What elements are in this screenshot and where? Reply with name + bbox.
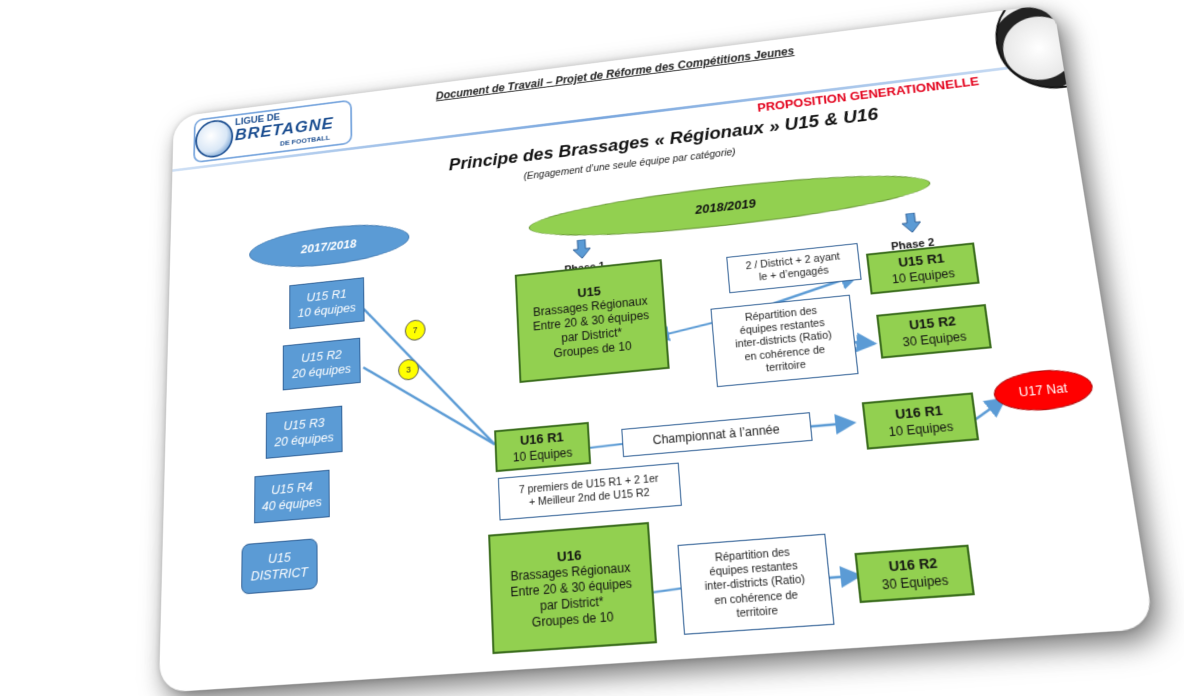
phase1-down-arrow-icon	[572, 238, 591, 260]
u16-r1-right-box: U16 R1 10 Equipes	[861, 392, 980, 450]
left-box-u15-r3: U15 R3 20 équipes	[265, 405, 343, 459]
phase2-down-arrow-icon	[900, 212, 922, 234]
note-line: territoire	[765, 358, 807, 375]
u16-brassage-title: U16	[556, 547, 582, 565]
left-box-u15-r4: U15 R4 40 équipes	[254, 469, 330, 524]
result-u16-r2: U16 R2 30 Equipes	[854, 544, 975, 604]
marker-seven-label: 7	[412, 325, 418, 336]
season-old-label: 2017/2018	[300, 236, 357, 256]
note-repartition-u15: Répartition des équipes restantes inter-…	[710, 294, 859, 388]
line-u16-to-champ	[586, 444, 622, 448]
note-line: territoire	[736, 604, 779, 620]
left-box-u15-district: U15 DISTRICT	[241, 538, 318, 595]
left-box-sub: DISTRICT	[250, 564, 308, 584]
line-champ-to-r1	[809, 423, 851, 427]
championnat-label: Championnat à l’année	[652, 421, 781, 447]
slide: LIGUE DE BRETAGNE DE FOOTBALL Document d…	[159, 4, 1155, 693]
u16-brassage-box: U16 Brassages Régionaux Entre 20 & 30 éq…	[488, 521, 658, 655]
left-box-u15-r2: U15 R2 20 équipes	[282, 337, 361, 391]
marker-three-label: 3	[406, 364, 411, 375]
left-box-u15-r1: U15 R1 10 équipes	[289, 277, 365, 330]
left-box-title: U15	[267, 549, 291, 567]
season-new-label: 2018/2019	[694, 195, 757, 217]
u15-brassage-box: U15 Brassages Régionaux Entre 20 & 30 éq…	[514, 259, 670, 383]
line-note-to-r2	[828, 576, 857, 578]
line-r2-to-u16	[363, 355, 494, 456]
line-u15-to-r2	[853, 340, 872, 345]
u16-r1-left-box: U16 R1 10 Equipes	[494, 421, 592, 473]
line-u16-to-note	[649, 588, 681, 592]
u17-label: U17 Nat	[1017, 380, 1069, 400]
result-sub: 30 Equipes	[881, 572, 950, 593]
note-repartition-u16: Répartition des équipes restantes inter-…	[677, 533, 835, 635]
